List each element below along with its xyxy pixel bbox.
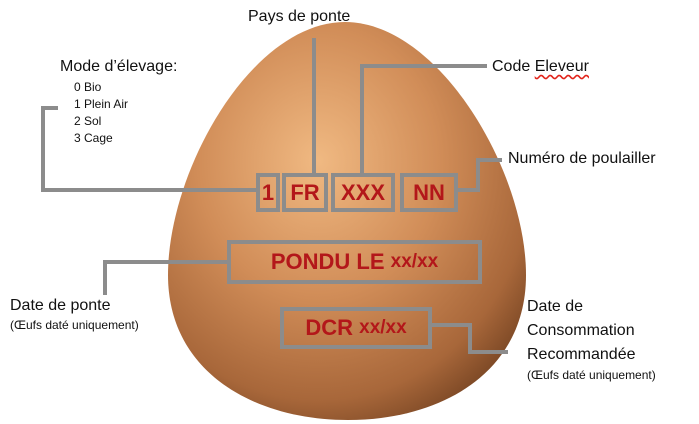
pondu-le-box: PONDU LE xx/xx [227, 240, 482, 284]
pays-de-ponte-label: Pays de ponte [248, 8, 351, 25]
dcr-label-line2: Consommation [527, 322, 635, 339]
mode-item-bio: 0 Bio [74, 80, 102, 94]
poulailler-connector [458, 158, 502, 192]
mode-elevage-title: Mode d’élevage: [60, 58, 178, 75]
dcr-value: xx/xx [359, 317, 407, 338]
code-eleveur-connector [360, 64, 487, 173]
eleveur-code-box: XXX [331, 173, 395, 212]
code-eleveur-word2: Eleveur [534, 58, 589, 75]
pays-code-box: FR [282, 173, 328, 212]
poulailler-code-box: NN [400, 173, 458, 212]
dcr-box: DCR xx/xx [280, 307, 432, 349]
numero-poulailler-label: Numéro de poulailler [508, 150, 656, 167]
date-ponte-connector [103, 260, 227, 295]
date-ponte-note: (Œufs daté uniquement) [10, 318, 139, 332]
dcr-label-line1: Date de [527, 298, 584, 315]
mode-digit-box: 1 [256, 173, 280, 212]
connector-lines [41, 38, 508, 354]
code-eleveur-label: Code Eleveur [492, 58, 589, 76]
date-ponte-title: Date de ponte [10, 297, 111, 314]
dcr-label-note: (Œufs daté uniquement) [527, 368, 656, 382]
egg-shape [168, 22, 526, 420]
mode-item-sol: 2 Sol [74, 114, 102, 128]
mode-connector [41, 106, 256, 192]
pondu-le-value: xx/xx [390, 251, 439, 272]
code-eleveur-word1: Code [492, 58, 531, 75]
dcr-label-line3: Recommandée [527, 346, 636, 363]
dcr-connector [432, 323, 508, 354]
dcr-prefix: DCR [305, 315, 353, 340]
mode-item-plein-air: 1 Plein Air [74, 97, 129, 111]
pondu-le-prefix: PONDU LE [270, 249, 385, 274]
mode-item-cage: 3 Cage [74, 131, 113, 145]
